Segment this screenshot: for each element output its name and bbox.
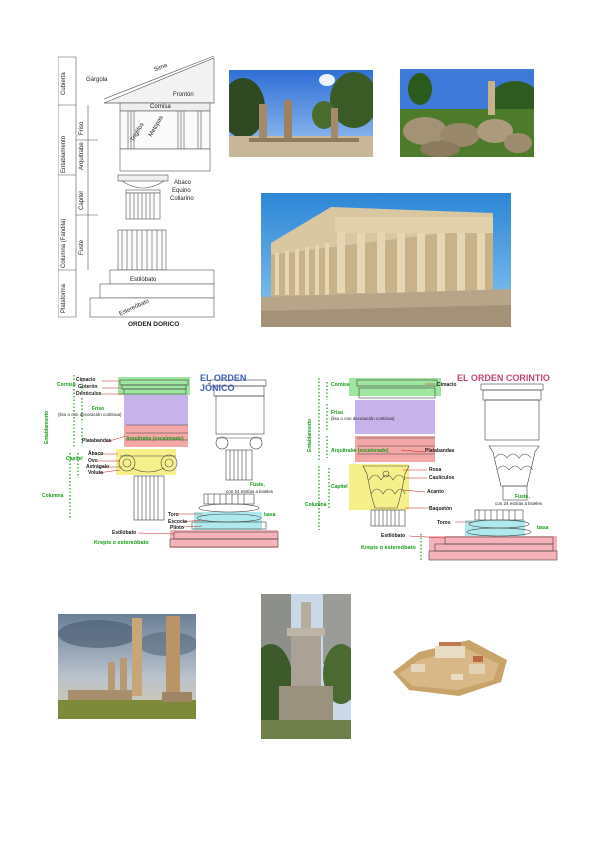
doric-title: ORDEN DORICO	[128, 321, 180, 328]
ionic-diagram: EL ORDEN JÓNICO Cimacio Cornisa Goterón …	[42, 368, 282, 558]
ionic-cornisa: Cornisa	[57, 382, 76, 388]
photo-ruins-columns	[229, 70, 373, 157]
temple-zeus-image	[58, 614, 196, 719]
ionic-abaco: Ábaco	[88, 451, 104, 457]
photo-parthenon	[261, 193, 511, 327]
corinthian-title: EL ORDEN CORINTIO	[457, 373, 550, 383]
doric-fronton: Frontón	[173, 92, 194, 98]
ionic-friso-note: (liso o con decoración continua)	[58, 412, 122, 417]
corinthian-fuste-note: con 24 estrías a listeles	[495, 501, 543, 506]
doric-collarino: Collarino	[170, 196, 194, 202]
corinthian-entablamento: Entablamento	[307, 418, 313, 452]
corinthian-rosa: Rosa	[429, 467, 442, 473]
ruins-field-image	[400, 69, 534, 157]
doric-estilobato: Estilóbato	[130, 277, 157, 283]
doric-section-cubierta: Cubierta	[61, 72, 67, 95]
corinthian-friso: Friso	[331, 410, 344, 416]
parthenon-image	[261, 193, 511, 327]
ionic-drawing	[69, 375, 279, 548]
corinthian-fuste: Fuste,	[515, 494, 530, 500]
acropolis-model-image	[389, 630, 511, 700]
ionic-columna: Columna	[42, 493, 64, 499]
corinthian-drawing	[318, 378, 558, 562]
ionic-platabandas: Platabandas	[82, 438, 112, 444]
photo-acropolis-model	[389, 630, 511, 700]
corinthian-krepis: Krepis o estereóbato	[361, 545, 416, 551]
corinthian-cimacio: Cimacio	[437, 382, 457, 388]
ionic-arquitrabe: Arquitrabe (escalonado)	[126, 436, 184, 442]
ionic-plinto: Plinto	[170, 525, 184, 531]
ruins-columns-image	[229, 70, 373, 157]
doric-sub-friso: Friso	[79, 121, 85, 135]
ionic-krepis: Krepis o estereóbato	[94, 540, 149, 546]
doric-abaco: Abaco	[174, 180, 192, 186]
corinthian-columna: Columna	[305, 502, 327, 508]
ionic-astragalo: Astrágalo	[86, 464, 110, 470]
corinthian-arquitrabe: Arquitrabe (escalonado)	[331, 448, 389, 454]
photo-ruins-field	[400, 69, 534, 157]
corinthian-acanto: Acanto	[427, 489, 444, 495]
corinthian-cornisa: Cornisa	[331, 382, 350, 388]
corinthian-estilobato: Estilóbato	[381, 533, 406, 539]
corinthian-toros: Toros	[437, 520, 451, 526]
corinthian-capitel: Capitel	[331, 484, 348, 490]
photo-temple-zeus	[58, 614, 196, 719]
ionic-entablamento: Entablamento	[44, 410, 50, 444]
ionic-denticulos: Denticulos	[76, 391, 102, 397]
ionic-capitel: Capitel	[66, 456, 83, 462]
ionic-fuste-note: con 24 estrías a listeles	[226, 489, 274, 494]
ionic-cimacio: Cimacio	[76, 377, 96, 383]
doric-gargola: Gárgola	[86, 77, 108, 83]
ionic-estilobato: Estilóbato	[112, 530, 137, 536]
doric-section-plataforma: Plataforma	[61, 283, 67, 313]
ionic-escocia: Escocia	[168, 519, 187, 525]
monument-image	[261, 594, 351, 739]
ionic-fuste: Fuste,	[250, 482, 265, 488]
corinthian-platabandas: Platabandas	[425, 448, 455, 454]
ionic-goteron: Goterón	[78, 384, 98, 390]
doric-sub-fuste: Fuste	[79, 239, 85, 255]
photo-monument	[261, 594, 351, 739]
doric-sub-arquitrabe: Arquitrabe	[79, 142, 85, 170]
ionic-toro: Toro	[168, 512, 179, 518]
ionic-basa: basa	[264, 512, 276, 518]
doric-section-columna: Columna (Fandila)	[61, 218, 67, 268]
corinthian-caulicolos: Caulículos	[429, 475, 455, 481]
ionic-title: EL ORDEN JÓNICO	[200, 373, 247, 393]
doric-section-entablamento: Entablamento	[61, 135, 67, 173]
corinthian-basa: basa	[537, 525, 549, 531]
ionic-friso: Friso	[92, 406, 105, 412]
ionic-ovo: Ovo	[88, 458, 98, 464]
doric-equino: Equino	[172, 188, 191, 194]
corinthian-diagram: EL ORDEN CORINTIO Cornisa Cimacio Friso …	[305, 370, 560, 565]
corinthian-baqueton: Baquetón	[429, 506, 453, 512]
ionic-voluta: Voluta	[88, 470, 103, 476]
corinthian-friso-note: (liso o con decoración continua)	[331, 416, 395, 421]
doric-cornisa: Cornisa	[150, 104, 171, 110]
doric-sub-capitel: Capitel	[79, 191, 85, 210]
doric-drawing	[58, 55, 215, 318]
doric-diagram: Cubierta Entablamento Columna (Fandila) …	[58, 55, 218, 335]
